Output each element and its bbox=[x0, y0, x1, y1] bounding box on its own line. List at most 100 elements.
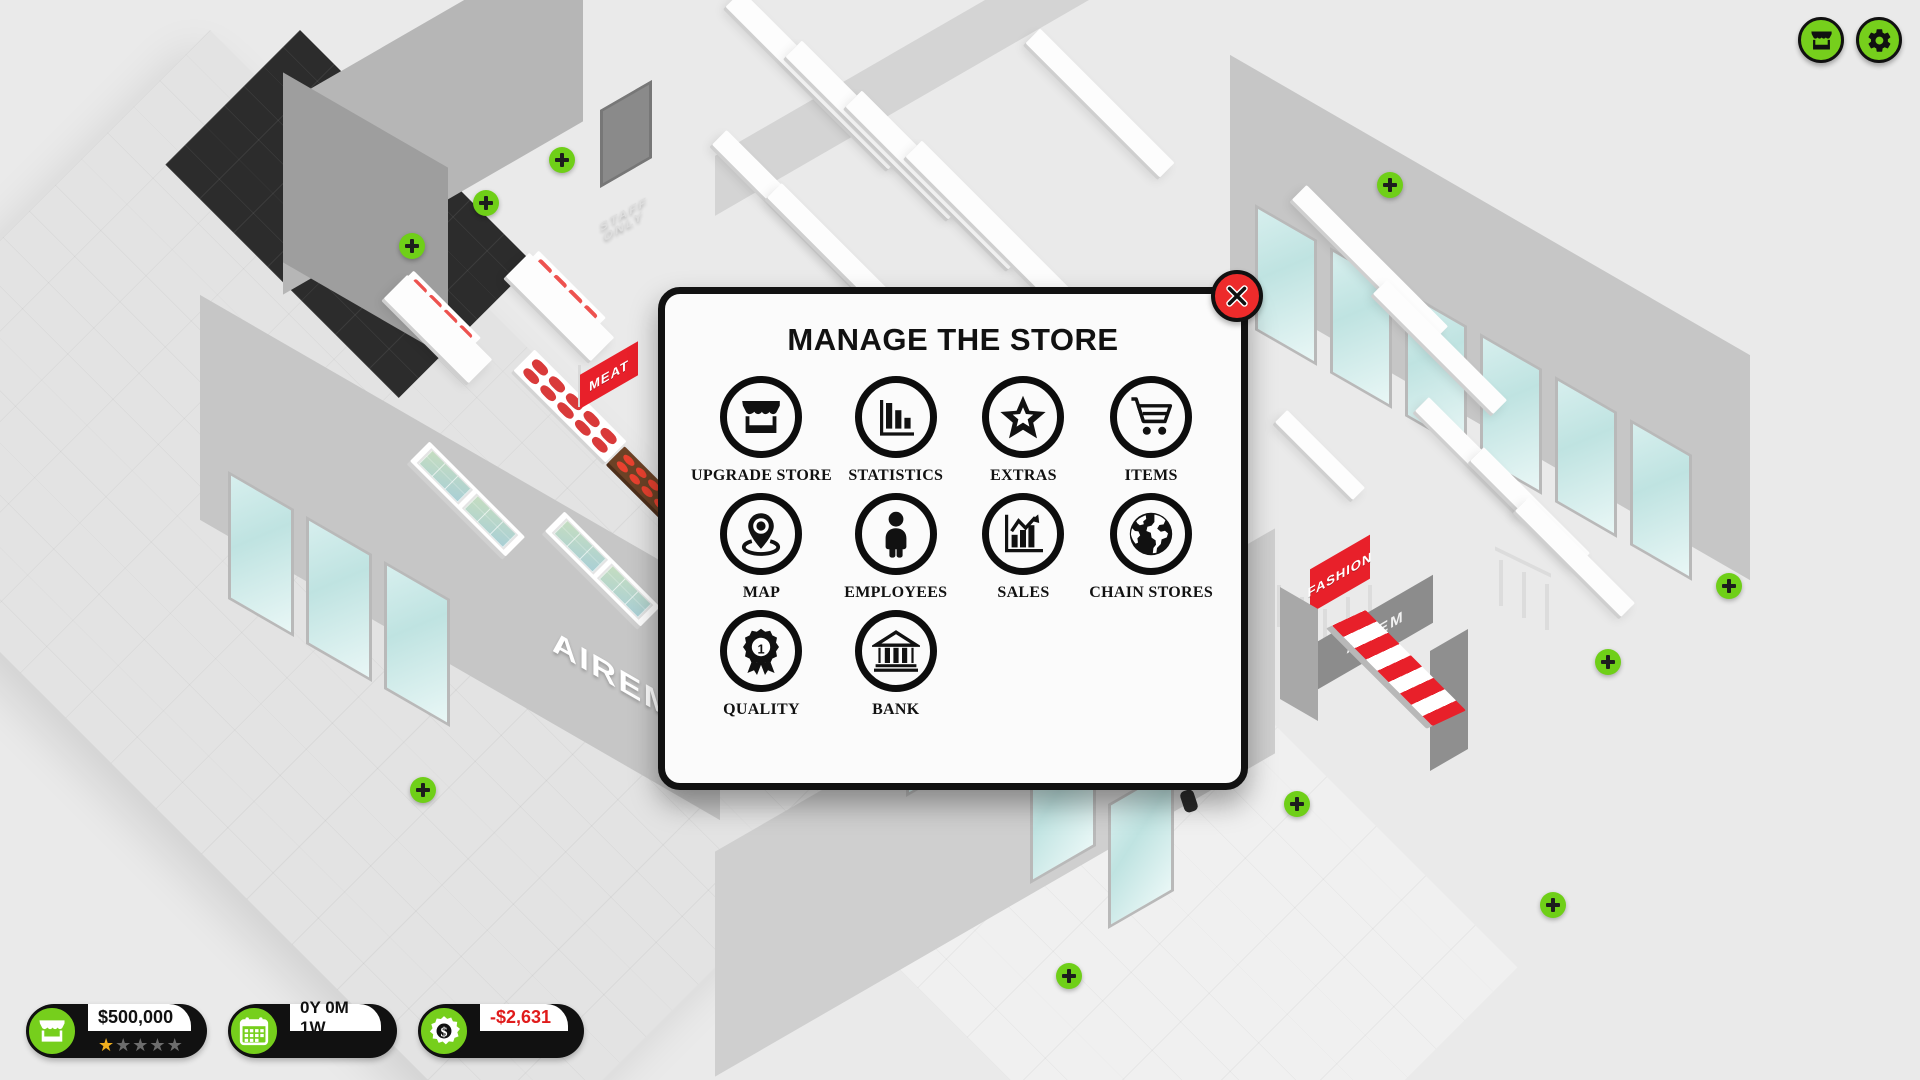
hud-money-icon-circle bbox=[26, 1005, 78, 1057]
hud-expenses-value: -$2,631 bbox=[480, 1004, 568, 1031]
award-ribbon-icon: 1 bbox=[743, 628, 780, 675]
star-empty: ★ bbox=[115, 1034, 132, 1055]
svg-text:1: 1 bbox=[758, 642, 765, 657]
menu-label: CHAIN STORES bbox=[1089, 584, 1214, 601]
hud-date-panel[interactable]: 0Y 0M 1W bbox=[228, 998, 397, 1058]
meat-sign-pole bbox=[578, 365, 581, 407]
clothes-rack-2 bbox=[1522, 572, 1526, 618]
gear-dollar-icon: $ bbox=[429, 1016, 460, 1045]
clothes-rack-4 bbox=[1277, 585, 1281, 627]
star-empty: ★ bbox=[132, 1034, 149, 1055]
build-marker[interactable] bbox=[549, 147, 575, 173]
hud-date-body: 0Y 0M 1W bbox=[280, 998, 381, 1058]
gear-icon bbox=[1867, 28, 1890, 52]
menu-item-statistics[interactable]: STATISTICS bbox=[832, 376, 960, 485]
close-dialog-button[interactable] bbox=[1211, 270, 1263, 322]
menu-label: UPGRADE STORE bbox=[691, 467, 832, 484]
menu-item-items[interactable]: ITEMS bbox=[1087, 376, 1215, 485]
svg-text:$: $ bbox=[441, 1025, 448, 1040]
clothes-rack-1 bbox=[1499, 560, 1503, 606]
menu-label: BANK bbox=[872, 701, 920, 718]
menu-item-chain-stores[interactable]: CHAIN STORES bbox=[1087, 493, 1215, 602]
menu-item-bank[interactable]: BANK bbox=[832, 610, 960, 719]
menu-item-extras[interactable]: EXTRAS bbox=[960, 376, 1088, 485]
hud-expenses-body: -$2,631 bbox=[470, 1004, 568, 1058]
fashion-sign: FASHION bbox=[1308, 534, 1372, 614]
menu-label: EXTRAS bbox=[990, 467, 1057, 484]
dialog-title: MANAGE THE STORE bbox=[787, 322, 1119, 357]
hud-date-spacer bbox=[290, 1031, 381, 1058]
build-marker[interactable] bbox=[1540, 892, 1566, 918]
hud-store-rating: ★ ★ ★ ★ ★ bbox=[88, 1031, 191, 1058]
employees-icon-circle bbox=[854, 493, 937, 575]
store-icon bbox=[39, 1020, 65, 1042]
stockroom-door bbox=[600, 79, 652, 189]
menu-item-map[interactable]: MAP bbox=[691, 493, 832, 602]
person-icon bbox=[885, 511, 907, 558]
menu-label: STATISTICS bbox=[848, 467, 944, 484]
bar-chart-icon bbox=[879, 400, 914, 436]
globe-icon bbox=[1129, 512, 1173, 556]
hud-money-body: $500,000 ★ ★ ★ ★ ★ bbox=[78, 1004, 191, 1058]
settings-button[interactable] bbox=[1856, 17, 1902, 63]
build-marker[interactable] bbox=[1716, 573, 1742, 599]
clothes-rack-6 bbox=[1323, 609, 1327, 651]
build-marker[interactable] bbox=[473, 190, 499, 216]
menu-label: ITEMS bbox=[1124, 467, 1178, 484]
trending-up-chart-icon bbox=[1005, 514, 1044, 553]
bank-icon bbox=[871, 630, 920, 672]
store-icon bbox=[1810, 31, 1832, 49]
calendar-icon bbox=[239, 1017, 269, 1046]
build-marker[interactable] bbox=[1284, 791, 1310, 817]
statistics-icon-circle bbox=[854, 376, 937, 458]
star-icon bbox=[1000, 395, 1047, 439]
bottom-hud: $500,000 ★ ★ ★ ★ ★ bbox=[26, 998, 584, 1058]
menu-item-employees[interactable]: EMPLOYEES bbox=[832, 493, 960, 602]
close-icon bbox=[1226, 285, 1248, 307]
build-marker[interactable] bbox=[410, 777, 436, 803]
menu-item-quality[interactable]: 1 QUALITY bbox=[691, 610, 832, 719]
hud-date-icon-circle bbox=[228, 1005, 280, 1057]
star-empty: ★ bbox=[149, 1034, 166, 1055]
menu-item-upgrade-store[interactable]: UPGRADE STORE bbox=[691, 376, 832, 485]
shopping-cart-icon bbox=[1131, 397, 1173, 435]
hud-money-value: $500,000 bbox=[88, 1004, 191, 1031]
star-filled: ★ bbox=[98, 1034, 115, 1055]
store-icon bbox=[742, 401, 781, 433]
hud-money-panel[interactable]: $500,000 ★ ★ ★ ★ ★ bbox=[26, 1004, 207, 1058]
hud-expenses-panel[interactable]: $ -$2,631 bbox=[418, 1004, 584, 1058]
build-marker[interactable] bbox=[1595, 649, 1621, 675]
hud-date-value: 0Y 0M 1W bbox=[290, 998, 381, 1037]
manage-store-dialog: MANAGE THE STORE UPGRADE STORE bbox=[658, 270, 1263, 790]
hud-expenses-spacer bbox=[480, 1031, 568, 1058]
sales-icon-circle bbox=[982, 493, 1065, 575]
upgrade-store-icon-circle bbox=[720, 376, 803, 458]
menu-label: QUALITY bbox=[723, 701, 800, 718]
build-marker[interactable] bbox=[399, 233, 425, 259]
menu-label: SALES bbox=[997, 584, 1050, 601]
items-icon-circle bbox=[1110, 376, 1193, 458]
map-pin-icon bbox=[742, 513, 781, 556]
top-right-toolbar bbox=[1798, 17, 1902, 63]
extras-icon-circle bbox=[982, 376, 1065, 458]
store-button[interactable] bbox=[1798, 17, 1844, 63]
menu-item-sales[interactable]: SALES bbox=[960, 493, 1088, 602]
menu-label: MAP bbox=[742, 584, 781, 601]
shelf-row-7 bbox=[1025, 28, 1175, 178]
entrance-pillar-left bbox=[1280, 587, 1318, 721]
shelf-right-6 bbox=[1274, 409, 1366, 501]
clothes-rack-3 bbox=[1545, 584, 1549, 630]
clothes-rack-8 bbox=[1368, 585, 1372, 627]
bank-icon-circle bbox=[854, 610, 937, 692]
hud-expenses-icon-circle: $ bbox=[418, 1005, 470, 1057]
menu-label: EMPLOYEES bbox=[844, 584, 948, 601]
map-icon-circle bbox=[720, 493, 803, 575]
build-marker[interactable] bbox=[1056, 963, 1082, 989]
build-marker[interactable] bbox=[1377, 172, 1403, 198]
manage-store-grid: UPGRADE STORE STATISTICS bbox=[691, 376, 1215, 719]
store-wall-back bbox=[715, 0, 1255, 216]
star-empty: ★ bbox=[166, 1034, 183, 1055]
